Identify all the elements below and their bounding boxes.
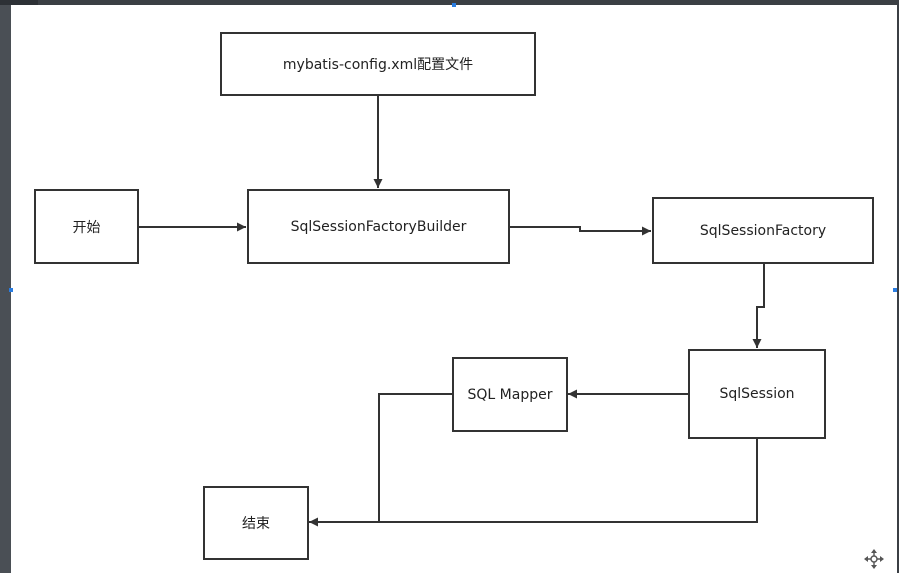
node-factory[interactable]: SqlSessionFactory: [652, 197, 874, 264]
node-session[interactable]: SqlSession: [688, 349, 826, 439]
node-config-label: mybatis-config.xml配置文件: [282, 57, 474, 73]
move-icon[interactable]: [863, 548, 885, 570]
node-mapper-label: SQL Mapper: [467, 386, 553, 403]
node-builder[interactable]: SqlSessionFactoryBuilder: [247, 189, 510, 264]
node-start-label: 开始: [72, 219, 101, 236]
selection-handle-right[interactable]: [893, 288, 897, 292]
window-top-tab: [0, 0, 38, 5]
node-end[interactable]: 结束: [203, 486, 309, 560]
window-left-edge: [0, 0, 11, 573]
node-session-label: SqlSession: [719, 386, 795, 402]
node-factory-label: SqlSessionFactory: [699, 222, 827, 239]
selection-handle-left[interactable]: [9, 288, 13, 292]
node-end-label: 结束: [242, 516, 270, 532]
node-config[interactable]: mybatis-config.xml配置文件: [220, 32, 536, 96]
node-mapper[interactable]: SQL Mapper: [452, 357, 568, 432]
node-builder-label: SqlSessionFactoryBuilder: [290, 218, 467, 235]
selection-handle-top[interactable]: [452, 3, 456, 7]
node-start[interactable]: 开始: [34, 189, 139, 264]
